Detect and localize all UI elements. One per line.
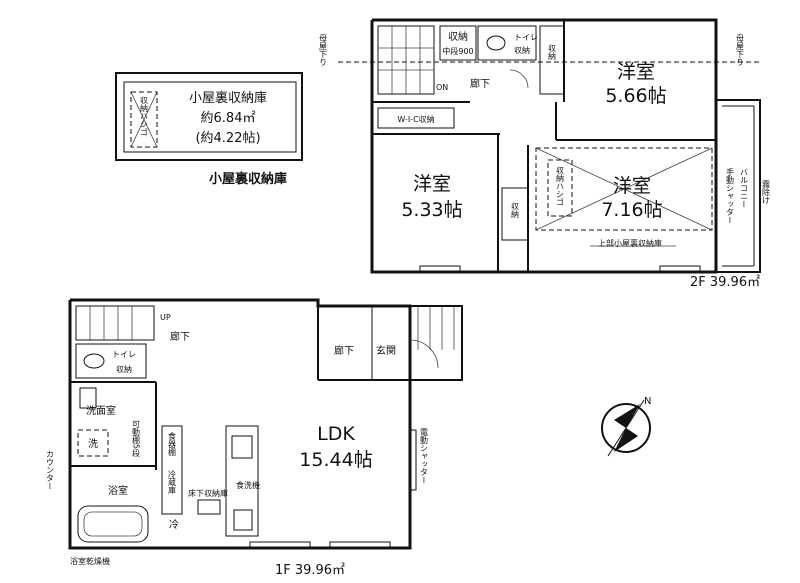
pantry1-label: 食器棚: [168, 431, 177, 457]
hallway-entry: 廊下: [334, 344, 354, 357]
attic-hatch: [130, 91, 158, 148]
sink: [231, 435, 253, 459]
attic-storage-box: 収納 ハシゴ 小屋裏収納庫 約6.84㎡ (約4.22帖): [115, 72, 303, 161]
attic-hatch-storage-label: 収納: [140, 95, 149, 113]
toilet-1f-storage: 収納: [116, 364, 132, 374]
room-ne-size: 5.66帖: [605, 85, 666, 107]
entrance-label: 玄関: [376, 344, 396, 357]
hallway-stairs: 廊下: [170, 330, 190, 343]
dryer-label: 浴室乾燥機: [70, 556, 110, 566]
vanity: [79, 387, 97, 409]
storage-top: [439, 25, 477, 61]
toilet-2f-label: トイレ: [514, 33, 538, 42]
hallway-2f: 廊下: [470, 77, 490, 90]
movable-shelf-label: 可動棚5段: [132, 420, 141, 458]
stove: [233, 509, 253, 531]
canopy-label: 霧除け: [762, 180, 771, 204]
room-w-name: 洋室: [413, 173, 451, 195]
porch: [410, 305, 463, 381]
washer-space: [77, 429, 109, 457]
toilet-1f: [75, 343, 147, 379]
bathtub: [77, 505, 149, 543]
toilet-2f: [477, 25, 537, 61]
pantry: [161, 425, 183, 515]
counter-label: カウンター: [46, 450, 55, 490]
attic-above-area: [535, 147, 713, 231]
kitchen-counter: [225, 425, 259, 537]
pantry2-label: 冷蔵庫: [168, 469, 177, 495]
roof-below-left: 母屋下り: [319, 34, 328, 66]
dishwasher-label: 食洗機: [236, 480, 260, 490]
stairs-up-label: UP: [160, 313, 171, 322]
balcony: [716, 99, 761, 273]
first-floor-plan: UP 廊下 トイレ 収納 洗面室 洗 可動棚5段 カウンター 浴室 浴室乾燥機 …: [46, 298, 463, 566]
compass-north-label: N: [644, 396, 651, 407]
toilet-1f-label: トイレ: [112, 350, 136, 359]
room-e-size: 7.16帖: [601, 199, 662, 221]
storage-top-label: 収納: [448, 30, 468, 43]
second-floor-plan: 母屋下り 母屋下り ON 収納 中段900 トイレ 収納 収納 廊下 洋室 5.…: [319, 18, 771, 274]
underfloor-storage: [197, 499, 221, 515]
storage-side-label: 収納: [548, 43, 557, 61]
ldk-size: 15.44帖: [299, 449, 372, 471]
attic-area-jo: (約4.22帖): [195, 131, 260, 146]
toilet-2f-fixture: [486, 35, 506, 51]
attic-above-label: 上部小屋裏収納庫: [598, 238, 662, 248]
wic-label: W-I-C収納: [397, 114, 434, 124]
wic: [377, 107, 455, 129]
attic-area-sqm: 約6.84㎡: [201, 111, 256, 126]
stairs-1f: [75, 305, 155, 341]
storage-mid-label: 収納: [511, 201, 520, 219]
underfloor-label: 床下収納庫: [188, 488, 228, 498]
room-ne-name: 洋室: [617, 61, 655, 83]
manual-shutter-label: 手動シャッター: [726, 167, 735, 224]
ldk-name: LDK: [317, 423, 355, 445]
hatch-2f-ladder: ハシゴ: [556, 182, 565, 206]
electric-shutter-label: 電動シャッター: [420, 428, 429, 484]
attic-title: 小屋裏収納庫: [189, 91, 267, 106]
attic-caption: 小屋裏収納庫: [209, 171, 287, 187]
washer-label: 洗: [88, 438, 98, 450]
bath-label: 浴室: [108, 484, 128, 497]
balcony-label: バルコニー: [740, 168, 749, 208]
second-floor-area: 2F 39.96㎡: [690, 275, 760, 290]
attic-hatch-ladder-label: ハシゴ: [140, 112, 149, 136]
room-e-name: 洋室: [613, 175, 651, 197]
hatch-2f: [547, 159, 573, 217]
washroom-label: 洗面室: [86, 404, 116, 417]
storage-top-sub: 中段900: [442, 46, 473, 56]
toilet-1f-fixture: [83, 353, 105, 369]
hatch-2f-storage: 収納: [556, 165, 565, 183]
room-w-size: 5.33帖: [401, 199, 462, 221]
toilet-2f-storage: 収納: [514, 45, 530, 55]
first-floor-area: 1F 39.96㎡: [275, 563, 345, 578]
fridge-label: 冷: [169, 518, 179, 531]
storage-side: [539, 25, 565, 95]
roof-below-right: 母屋下り: [736, 34, 745, 66]
on-label: ON: [436, 83, 448, 92]
compass: N: [601, 396, 651, 457]
